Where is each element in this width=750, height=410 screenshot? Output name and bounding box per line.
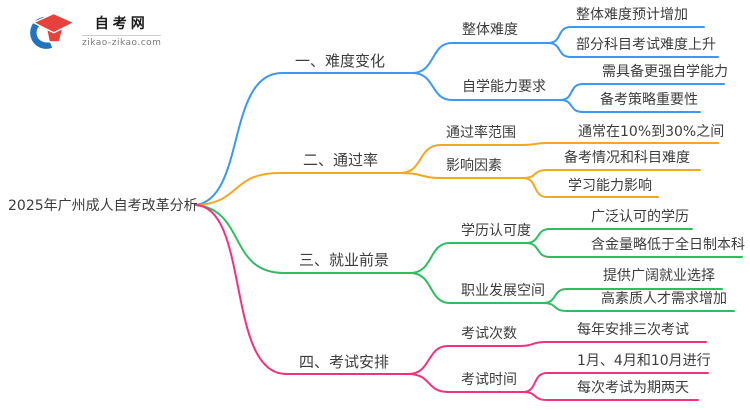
connector-line — [399, 144, 523, 174]
branch-topic-exam-schedule[interactable]: 四、考试安排 — [299, 353, 390, 371]
connector-line — [411, 72, 561, 101]
branch-topic-difficulty[interactable]: 一、难度变化 — [295, 52, 386, 70]
connector-line — [407, 373, 524, 393]
connector-line — [522, 169, 701, 179]
leaf-topic[interactable]: 学习能力影响 — [568, 178, 652, 194]
connector-line — [195, 204, 409, 375]
branch-topic-pass-rate[interactable]: 二、通过率 — [303, 151, 379, 169]
connector-line — [559, 99, 701, 113]
site-logo: 自考网 zikao-zikao.com — [28, 9, 162, 51]
logo-domain: zikao-zikao.com — [82, 34, 162, 48]
leaf-topic[interactable]: 广泛认可的学历 — [591, 209, 689, 225]
connector-line — [519, 341, 707, 347]
leaf-topic[interactable]: 备考情况和科目难度 — [564, 150, 690, 166]
connector-line — [195, 204, 411, 274]
connector-line — [195, 172, 401, 206]
leaf-topic[interactable]: 高素质人才需求增加 — [601, 291, 727, 307]
leaf-topic[interactable]: 整体难度预计增加 — [576, 7, 688, 23]
sub-topic-selfstudy-requirement[interactable]: 自学能力要求 — [462, 79, 546, 95]
leaf-topic[interactable]: 备考策略重要性 — [600, 92, 698, 108]
sub-topic-career-development[interactable]: 职业发展空间 — [461, 283, 545, 299]
connector-line — [525, 242, 743, 258]
leaf-topic[interactable]: 每年安排三次考试 — [577, 322, 689, 338]
leaf-topic[interactable]: 每次考试为期两天 — [577, 380, 689, 396]
sub-topic-influencing-factors[interactable]: 影响因素 — [446, 158, 502, 174]
connector-line — [407, 345, 521, 375]
sub-topic-degree-recognition[interactable]: 学历认可度 — [461, 223, 531, 239]
sub-topic-exam-time[interactable]: 考试时间 — [461, 372, 517, 388]
connector-line — [411, 42, 549, 74]
central-topic[interactable]: 2025年广州成人自考改革分析 — [8, 198, 198, 214]
connector-line — [409, 242, 527, 274]
branch-topic-employment[interactable]: 三、就业前景 — [299, 251, 390, 269]
leaf-topic[interactable]: 通常在10%到30%之间 — [578, 124, 725, 140]
connector-line — [409, 272, 544, 304]
connector-line — [195, 72, 413, 206]
connector-line — [399, 172, 524, 179]
connector-line — [542, 302, 735, 312]
sub-topic-exam-count[interactable]: 考试次数 — [461, 326, 517, 342]
connector-line — [547, 42, 719, 58]
logo-title: 自考网 — [94, 15, 149, 32]
connector-line — [522, 177, 659, 198]
leaf-topic[interactable]: 1月、4月和10月进行 — [577, 353, 711, 369]
sub-topic-pass-rate-range[interactable]: 通过率范围 — [446, 125, 516, 141]
leaf-topic[interactable]: 部分科目考试难度上升 — [576, 37, 716, 53]
leaf-topic[interactable]: 需具备更强自学能力 — [602, 64, 728, 80]
sub-topic-overall-difficulty[interactable]: 整体难度 — [462, 22, 518, 38]
connector-line — [521, 142, 719, 146]
graduation-cap-icon — [30, 12, 74, 49]
leaf-topic[interactable]: 提供广阔就业选择 — [603, 268, 715, 284]
leaf-topic[interactable]: 含金量略低于全日制本科 — [591, 237, 745, 253]
connector-line — [522, 391, 699, 401]
